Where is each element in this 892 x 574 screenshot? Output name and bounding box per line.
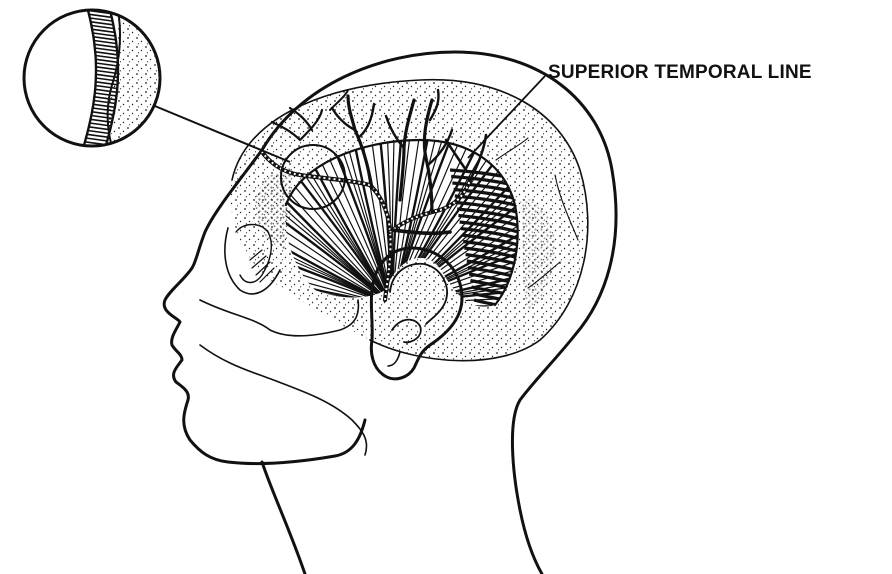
inset-magnification <box>24 0 170 160</box>
vessel-wall-stripe <box>86 3 108 6</box>
vessel-wall-stripe <box>83 149 105 152</box>
vessel-wall-stripe <box>81 153 103 156</box>
superior-temporal-line-label: SUPERIOR TEMPORAL LINE <box>548 62 812 83</box>
